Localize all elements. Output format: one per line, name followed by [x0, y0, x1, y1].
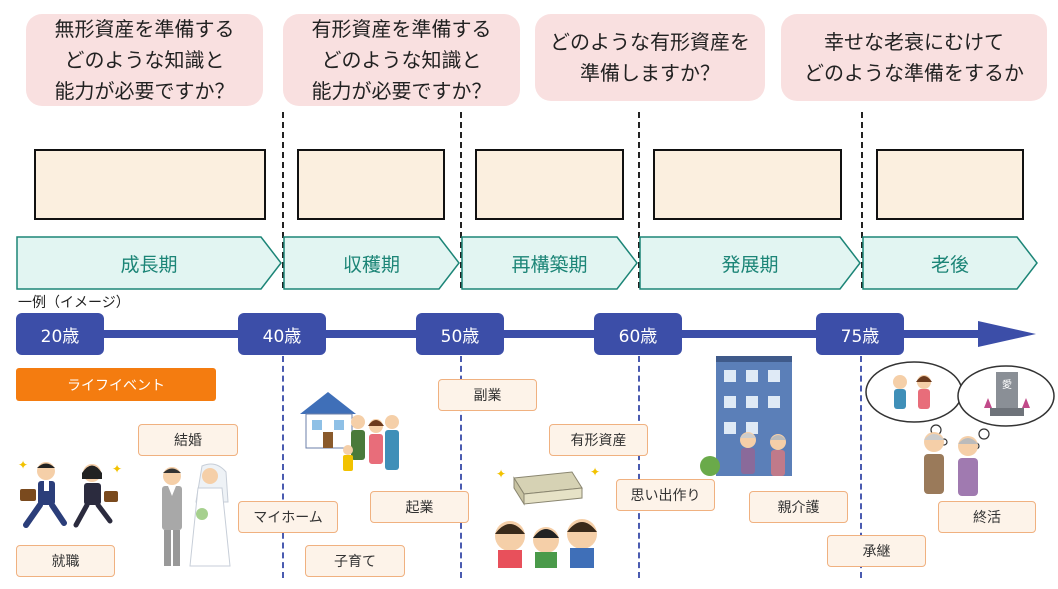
- separator-line: [282, 112, 284, 288]
- separator-line: [638, 112, 640, 288]
- event-kigyo: 起業: [370, 491, 469, 523]
- illustration-job-hunting: ✦ ✦: [18, 458, 122, 528]
- phase-label: 老後: [930, 253, 969, 276]
- question-bubble-growth: 無形資産を準備する どのような知識と 能力が必要ですか？: [26, 14, 263, 106]
- illustration-house-family: [300, 392, 399, 471]
- age-marker-60: 60歳: [594, 313, 682, 355]
- event-kaigo: 親介護: [749, 491, 848, 523]
- illustration-building-parents: [700, 356, 792, 476]
- phase-rebuild: 再構築期: [461, 236, 638, 290]
- svg-text:✦: ✦: [496, 467, 506, 481]
- answer-box-harvest[interactable]: [297, 149, 445, 220]
- event-fukugyo: 副業: [438, 379, 537, 411]
- phase-label: 成長期: [120, 253, 178, 276]
- event-kosodate: 子育て: [305, 545, 405, 577]
- timeline-caption: 一例（イメージ）: [18, 295, 130, 311]
- event-myhome: マイホーム: [238, 501, 338, 533]
- svg-text:✦: ✦: [18, 458, 28, 472]
- illustration-wedding: [162, 463, 231, 567]
- event-yukei: 有形資産: [549, 424, 648, 456]
- illustration-elderly-couple: 愛: [865, 361, 1055, 496]
- age-marker-line: [282, 356, 284, 578]
- question-bubble-old-age: 幸せな老衰にむけて どのような準備をするか: [781, 14, 1047, 101]
- illustration-money-kids: ✦ ✦: [495, 465, 600, 568]
- phase-development: 発展期: [639, 236, 861, 290]
- life-event-badge: ライフイベント: [16, 368, 216, 401]
- age-marker-75: 75歳: [816, 313, 904, 355]
- age-marker-line: [638, 356, 640, 578]
- svg-text:✦: ✦: [590, 465, 600, 479]
- tombstone-text: 愛: [1002, 378, 1012, 391]
- event-shukatsu: 終活: [938, 501, 1036, 533]
- question-bubble-development: どのような有形資産を 準備しますか？: [535, 14, 765, 101]
- age-marker-50: 50歳: [416, 313, 504, 355]
- event-shushoku: 就職: [16, 545, 115, 577]
- phase-growth: 成長期: [16, 236, 282, 290]
- separator-line: [460, 112, 462, 288]
- event-shokei: 承継: [827, 535, 926, 567]
- timeline-bar: [90, 321, 1036, 347]
- event-kekkon: 結婚: [138, 424, 238, 456]
- age-marker-line: [460, 356, 462, 578]
- age-marker-40: 40歳: [238, 313, 326, 355]
- phase-label: 再構築期: [511, 253, 588, 276]
- answer-box-rebuild[interactable]: [475, 149, 624, 220]
- answer-box-growth[interactable]: [34, 149, 266, 220]
- phase-harvest: 収穫期: [283, 236, 460, 290]
- question-bubble-harvest: 有形資産を準備する どのような知識と 能力が必要ですか？: [283, 14, 520, 106]
- event-omoide: 思い出作り: [616, 479, 715, 511]
- answer-box-development[interactable]: [653, 149, 842, 220]
- phase-label: 収穫期: [342, 253, 400, 276]
- phase-label: 発展期: [721, 253, 779, 276]
- answer-box-old-age[interactable]: [876, 149, 1024, 220]
- age-marker-line: [860, 356, 862, 578]
- age-marker-20: 20歳: [16, 313, 104, 355]
- svg-text:✦: ✦: [112, 462, 122, 476]
- separator-line: [861, 112, 863, 288]
- phase-old-age: 老後: [862, 236, 1038, 290]
